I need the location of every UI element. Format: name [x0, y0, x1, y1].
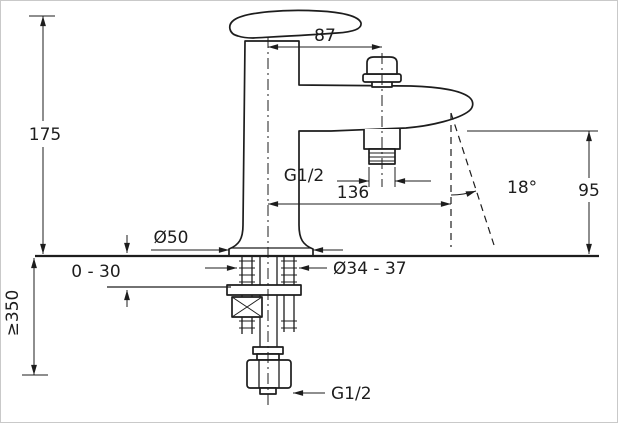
dimension-base-diameter-50: Ø50	[151, 228, 343, 253]
below-deck-assembly	[226, 256, 302, 395]
faucet-lever-handle	[228, 9, 362, 39]
dimensions: 175 87 G1/2 136 18°	[3, 15, 606, 404]
dimension-hole-diameter: Ø34 - 37	[205, 259, 407, 279]
dim-87-label: 87	[314, 26, 336, 46]
dim-175-label: 175	[29, 125, 61, 145]
mounting-nut	[231, 296, 263, 318]
faucet-body-and-spout	[228, 40, 474, 257]
mounting-washer	[226, 284, 302, 296]
angle-18-label: 18°	[507, 178, 537, 198]
dim-95-label: 95	[578, 181, 600, 201]
dimension-angle-18: 18°	[450, 112, 537, 247]
dim-d50-label: Ø50	[153, 228, 188, 248]
diverter-cap	[366, 56, 398, 75]
dim-d34-37-label: Ø34 - 37	[333, 259, 407, 279]
connector-hex-nut	[246, 359, 292, 389]
hose-connector	[246, 346, 292, 395]
dimension-height-175: 175	[25, 15, 65, 254]
dim-136-label: 136	[337, 183, 369, 203]
dimension-g12-bottom: G1/2	[293, 384, 372, 404]
g12-bottom-label: G1/2	[331, 384, 372, 404]
dimension-offset-87: 87	[268, 26, 382, 50]
dim-0-30-label: 0 - 30	[71, 262, 120, 282]
g12-handshower-label: G1/2	[284, 166, 325, 186]
dimension-reach-136: 136	[268, 183, 451, 207]
dimension-min-hose-length: ≥350	[3, 258, 48, 376]
dim-350-label: ≥350	[3, 290, 23, 337]
dimension-height-95: 95	[467, 130, 606, 254]
dimension-deck-thickness: 0 - 30	[71, 235, 130, 307]
dimension-g12-handshower: G1/2	[284, 166, 431, 187]
